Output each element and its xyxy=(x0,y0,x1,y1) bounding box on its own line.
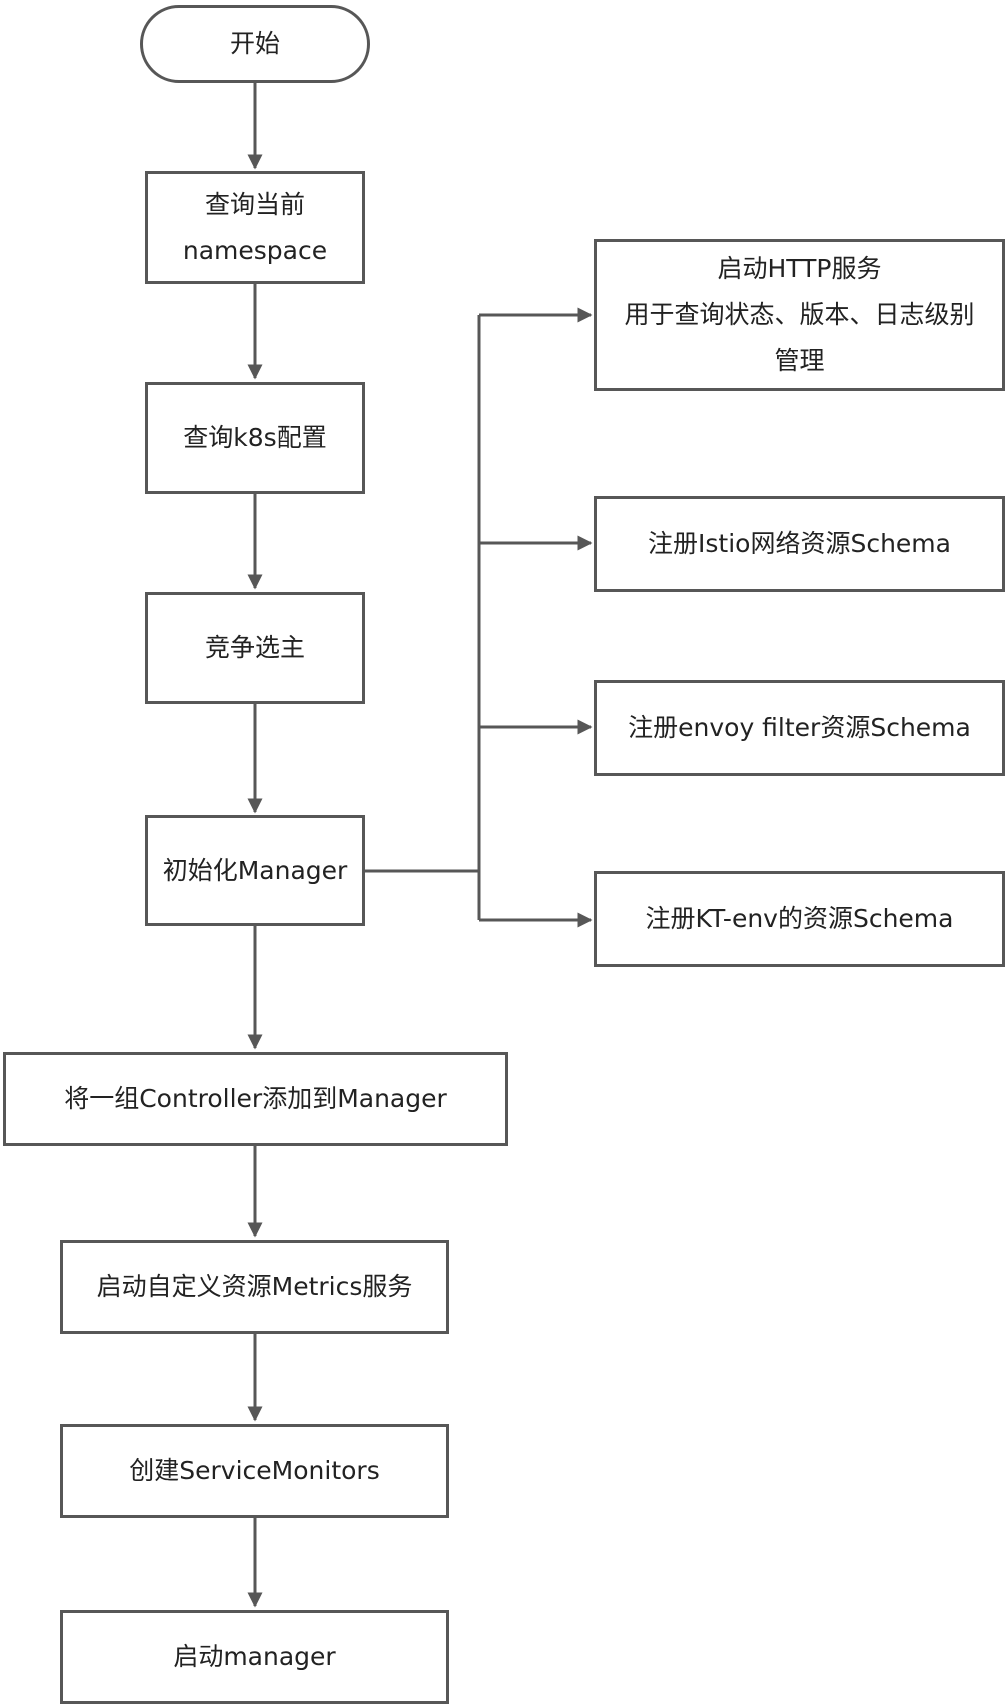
register-istio-label: 注册Istio网络资源Schema xyxy=(648,529,951,558)
start-http-line2: 用于查询状态、版本、日志级别 xyxy=(624,300,975,329)
register-kt-env-node: 注册KT-env的资源Schema xyxy=(594,871,1005,967)
query-k8s-node: 查询k8s配置 xyxy=(145,382,365,494)
query-namespace-line1: 查询当前 xyxy=(204,189,305,219)
register-envoy-label: 注册envoy filter资源Schema xyxy=(628,713,971,742)
query-k8s-label: 查询k8s配置 xyxy=(183,423,327,452)
create-service-monitors-label: 创建ServiceMonitors xyxy=(129,1456,380,1485)
start-node: 开始 xyxy=(140,5,370,83)
start-manager-node: 启动manager xyxy=(60,1610,449,1704)
query-namespace-line2: namespace xyxy=(182,235,328,265)
start-metrics-label: 启动自定义资源Metrics服务 xyxy=(96,1272,413,1301)
init-manager-label: 初始化Manager xyxy=(162,855,348,885)
add-controllers-node: 将一组Controller添加到Manager xyxy=(3,1052,508,1146)
register-envoy-node: 注册envoy filter资源Schema xyxy=(594,680,1005,776)
leader-election-label: 竞争选主 xyxy=(204,633,305,662)
query-namespace-node: 查询当前 namespace xyxy=(145,171,365,284)
create-service-monitors-node: 创建ServiceMonitors xyxy=(60,1424,449,1518)
start-manager-label: 启动manager xyxy=(173,1642,336,1671)
start-http-line3: 管理 xyxy=(774,346,825,375)
leader-election-node: 竞争选主 xyxy=(145,592,365,704)
register-kt-env-label: 注册KT-env的资源Schema xyxy=(645,904,954,933)
start-node-label: 开始 xyxy=(229,29,280,58)
start-http-line1: 启动HTTP服务 xyxy=(717,254,882,283)
start-metrics-node: 启动自定义资源Metrics服务 xyxy=(60,1240,449,1334)
register-istio-node: 注册Istio网络资源Schema xyxy=(594,496,1005,592)
add-controllers-label: 将一组Controller添加到Manager xyxy=(64,1084,447,1113)
start-http-node: 启动HTTP服务 用于查询状态、版本、日志级别 管理 xyxy=(594,239,1005,391)
init-manager-node: 初始化Manager xyxy=(145,815,365,926)
